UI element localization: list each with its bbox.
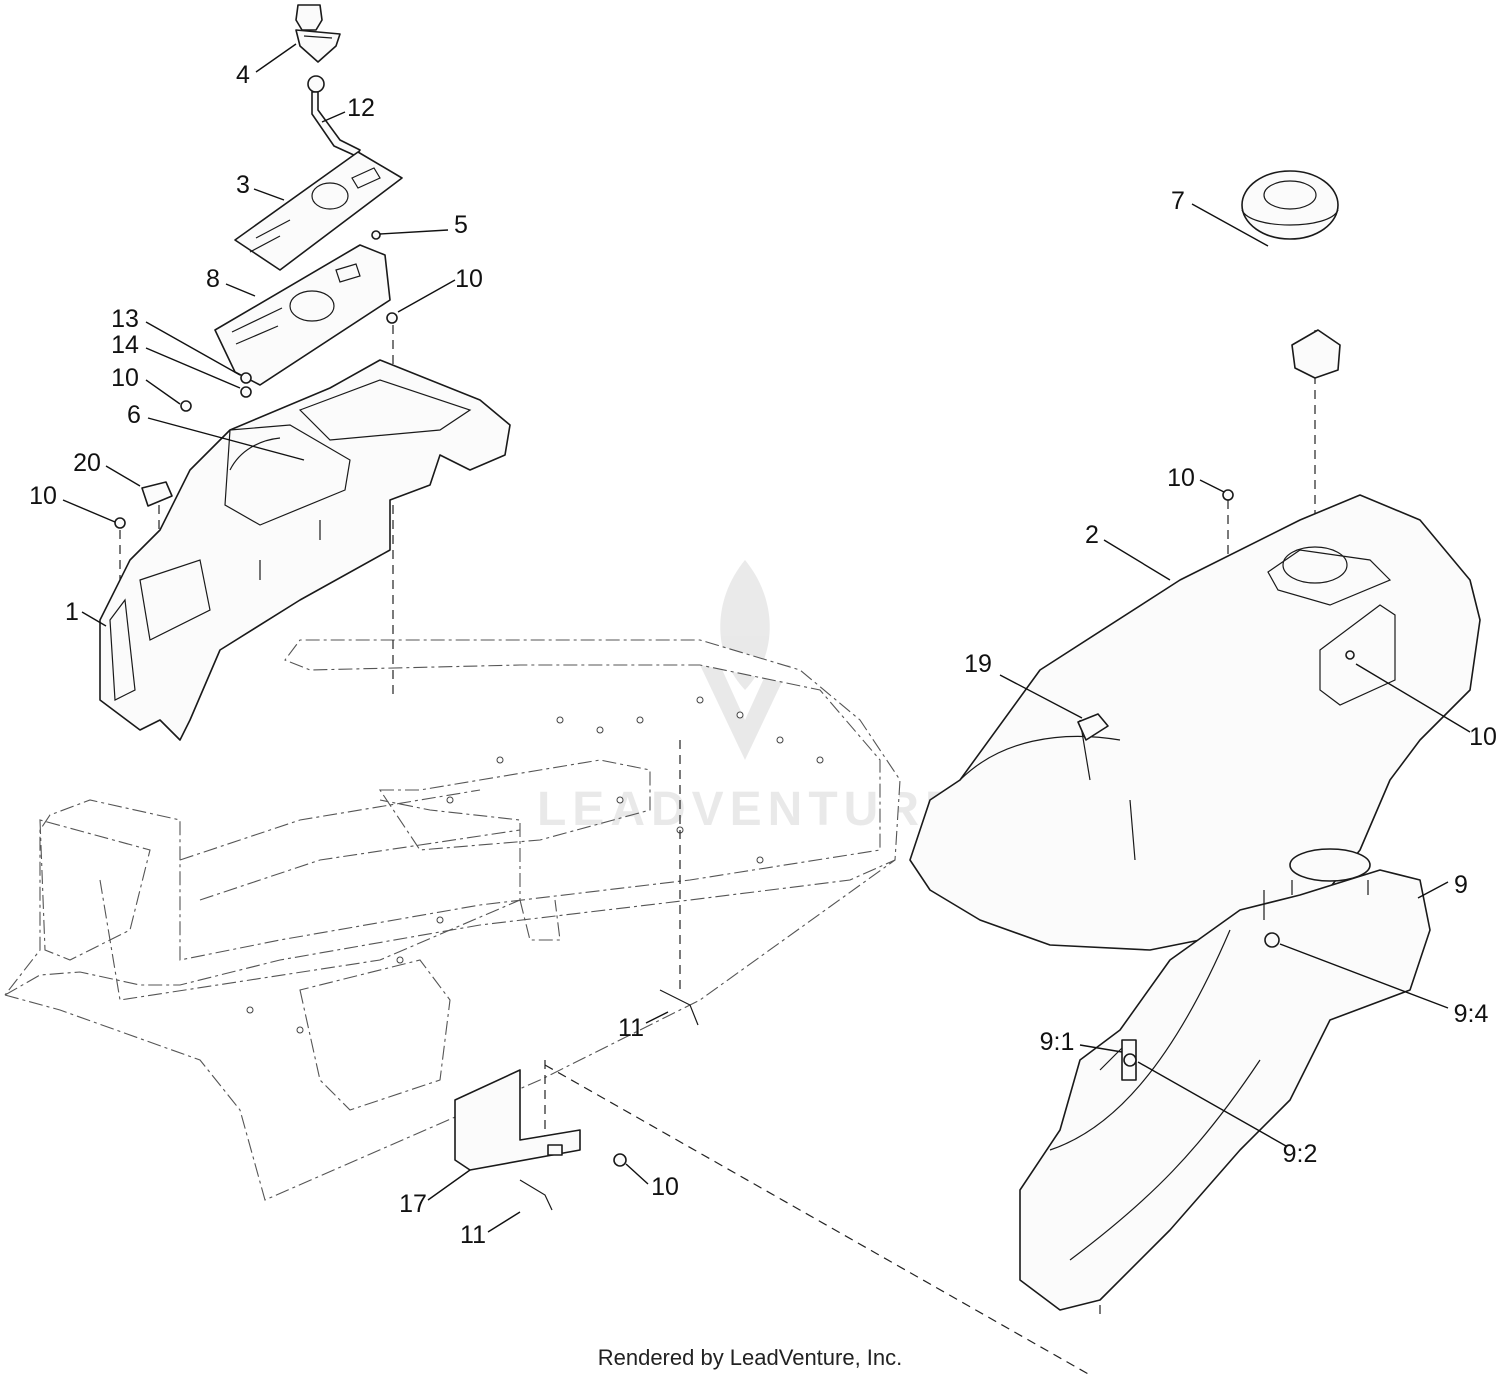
callout-10: 10: [455, 265, 483, 293]
callout-2: 2: [1085, 521, 1099, 549]
callout-6: 6: [127, 401, 141, 429]
part-5-screw-icon: [371, 230, 381, 240]
part-11-clip-lower-icon: [519, 1179, 553, 1211]
callout-1: 1: [65, 598, 79, 626]
callout-labels: 4 12 3 5 8 10 13 14 10 6 20 10 1 7 10 2 …: [29, 61, 1497, 1249]
rendered-by-credit: Rendered by LeadVenture, Inc.: [597, 1345, 903, 1370]
callout-10: 10: [1167, 464, 1195, 492]
part-9-2-grommet-icon: [1123, 1053, 1137, 1067]
frame-main-rail: [4, 639, 901, 996]
callout-17: 17: [399, 1190, 427, 1218]
callout-4: 4: [236, 61, 250, 89]
frame-tab-1: [519, 899, 561, 941]
frame-assembly: [4, 639, 901, 1201]
callout-9-2: 9:2: [1283, 1140, 1318, 1168]
frame-bracket-right: [299, 959, 451, 1111]
frame-lower-edge: [4, 859, 896, 1201]
part-3-control-decal[interactable]: [234, 151, 403, 271]
callout-9: 9: [1454, 871, 1468, 899]
part-17-heat-shield[interactable]: [454, 1069, 627, 1171]
callout-19: 19: [964, 650, 992, 678]
part-7-fuel-cap[interactable]: [1241, 170, 1341, 379]
callout-9-1: 9:1: [1040, 1028, 1075, 1056]
frame-center-plate: [378, 759, 651, 851]
callout-10: 10: [29, 482, 57, 510]
part-9-4-fitting-icon: [1264, 932, 1280, 948]
part-2-fender-hood[interactable]: [909, 489, 1481, 951]
part-14-nut-icon: [240, 386, 252, 398]
callout-10: 10: [1469, 723, 1497, 751]
callout-12: 12: [347, 94, 375, 122]
part-10-screw-icon: [180, 400, 192, 412]
callout-10: 10: [111, 364, 139, 392]
callout-5: 5: [454, 211, 468, 239]
part-9-fuel-tank[interactable]: [1019, 848, 1431, 1311]
part-10-screw-icon: [1222, 489, 1234, 501]
leader-lines: [62, 43, 1471, 1233]
callout-3: 3: [236, 171, 250, 199]
callout-14: 14: [111, 331, 139, 359]
watermark-v-icon: [700, 665, 790, 760]
part-20-plug[interactable]: [141, 481, 173, 507]
part-8-control-panel[interactable]: [214, 244, 391, 386]
part-19-plug-icon: [1077, 713, 1109, 741]
part-12-lever-rod[interactable]: [307, 75, 361, 157]
part-11-clip-upper-icon: [659, 989, 699, 1026]
part-4-control-lever-knob[interactable]: [295, 4, 341, 63]
callout-11: 11: [618, 1014, 644, 1042]
callout-9-4: 9:4: [1454, 1000, 1489, 1028]
part-10-screw-icon: [114, 517, 126, 529]
part-10-screw-icon: [386, 312, 398, 324]
part-13-washer-icon: [240, 372, 252, 384]
callout-10: 10: [651, 1173, 679, 1201]
part-11-clips[interactable]: [519, 989, 699, 1211]
callout-20: 20: [73, 449, 101, 477]
part-10-screw-icon: [1345, 650, 1355, 660]
callout-7: 7: [1171, 187, 1185, 215]
part-1-control-console[interactable]: [99, 359, 511, 741]
callout-8: 8: [206, 265, 220, 293]
frame-holes: [246, 696, 824, 1034]
callout-13: 13: [111, 305, 139, 333]
part-10-screw-icon: [613, 1153, 627, 1167]
callout-11: 11: [460, 1221, 486, 1249]
frame-bracket-left: [39, 819, 151, 961]
frame-crossmembers: [179, 789, 521, 901]
